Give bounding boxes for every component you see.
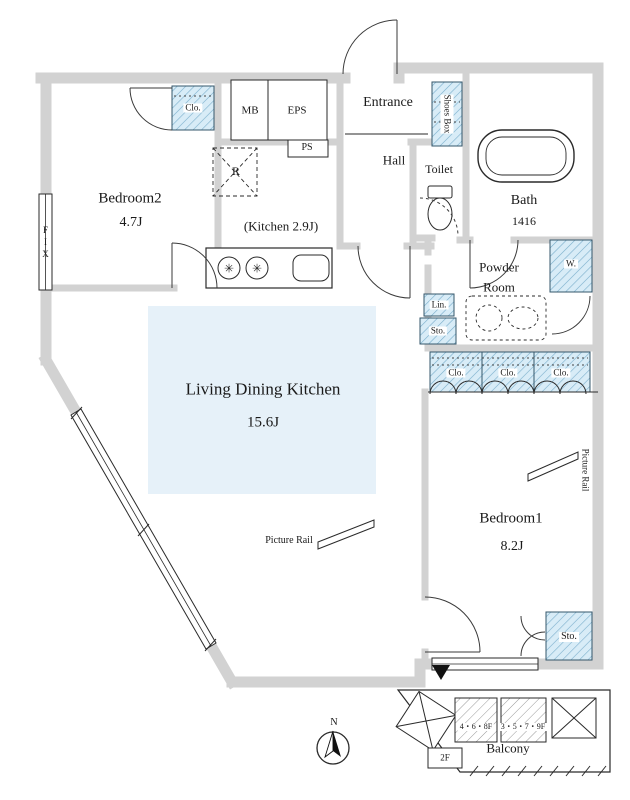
- stove-burner-right: [245, 256, 269, 280]
- refrigerator-space: [212, 147, 258, 197]
- picture-rail-label-living: Picture Rail: [265, 535, 313, 546]
- fix-window-label: FIX: [40, 225, 51, 261]
- vanity-dashed: [465, 295, 547, 341]
- bath-fixtures: [477, 129, 575, 183]
- bedroom2-label: Bedroom2: [98, 190, 162, 207]
- north-label: N: [330, 717, 338, 728]
- bedroom2-closet-label: Clo.: [183, 102, 203, 113]
- floors-a-box: [454, 697, 498, 743]
- kitchen-fixtures: ✳ ✳: [205, 147, 333, 289]
- picture-rail-label-bedroom1: Picture Rail: [580, 448, 591, 492]
- floor-2f-label: 2F: [440, 752, 450, 763]
- storage-door-arc-bottom: [520, 631, 546, 657]
- storage-upper-label: Sto.: [428, 325, 448, 336]
- balcony-railing-hatch: [469, 765, 607, 777]
- closet-pipe-lines: [174, 95, 588, 366]
- door-arcs: [129, 19, 591, 657]
- balcony-area: [395, 689, 611, 777]
- linen-label: Lin.: [429, 299, 449, 310]
- entrance-label: Entrance: [363, 95, 413, 110]
- ps-label: PS: [301, 142, 313, 153]
- stove-burner-left: [217, 256, 241, 280]
- floors-b-box: [500, 697, 547, 743]
- bedroom2-closet-door-arc: [129, 87, 173, 131]
- storage-door-arc-top: [520, 615, 546, 641]
- entrance-door-arc: [342, 19, 398, 75]
- closet1-label: Clo.: [446, 367, 466, 378]
- ac-unit-right: [551, 697, 597, 739]
- eps-label: EPS: [287, 104, 307, 117]
- hall-door-arc: [357, 245, 411, 299]
- picture-rail-living: [317, 519, 375, 550]
- toilet-label: Toilet: [425, 162, 453, 176]
- picture-rail-bedroom1: [527, 451, 579, 482]
- compass: [316, 730, 350, 765]
- floor-2f-box: [427, 747, 463, 769]
- powder-room-label-2: Room: [483, 279, 515, 295]
- bathtub-inner: [485, 136, 567, 176]
- fix-window-shape: [38, 193, 53, 291]
- washer-label: W.: [564, 258, 578, 269]
- bedroom1-label: Bedroom1: [479, 510, 543, 527]
- bedroom1-window-shape: [431, 657, 539, 671]
- closet-bifold-doors: [429, 380, 587, 395]
- ldk-floor-area: [148, 306, 376, 494]
- floors-a-label: 4・6・8F: [457, 722, 495, 731]
- ldk-label: Living Dining Kitchen: [185, 379, 341, 399]
- bedroom2-door-arc: [171, 242, 218, 289]
- toilet-fixture: [427, 185, 453, 231]
- ac-unit-tilted: [395, 690, 457, 752]
- bath-label: Bath: [510, 193, 538, 208]
- windows: [38, 193, 539, 671]
- bedroom1-door-arc: [424, 596, 481, 653]
- north-arrow-light: [324, 730, 334, 759]
- shoes-box-label: Shoes Box: [440, 94, 454, 134]
- hall-label: Hall: [382, 152, 406, 168]
- toilet-door-arc: [419, 197, 459, 237]
- bath-door-arc: [469, 239, 519, 289]
- bath-size: 1416: [512, 214, 536, 228]
- ldk-size: 15.6J: [246, 414, 280, 431]
- storage-bedroom1-label: Sto.: [559, 631, 579, 642]
- washer-door-arc: [551, 295, 591, 335]
- kitchen-label: (Kitchen 2.9J): [243, 218, 319, 234]
- bedroom2-size: 4.7J: [119, 215, 143, 230]
- closet3-label: Clo.: [551, 367, 571, 378]
- balcony-label: Balcony: [486, 740, 530, 756]
- direction-triangle: [432, 665, 450, 680]
- burner-icon: ✳: [224, 262, 234, 276]
- burner-icon: ✳: [252, 262, 262, 276]
- meter-pipe-compartments: [230, 79, 329, 158]
- bathtub: [477, 129, 575, 183]
- floors-b-label: 3・5・7・9F: [498, 722, 548, 731]
- north-arrow-dark: [333, 731, 341, 757]
- powder-room-label-1: Powder: [479, 259, 519, 275]
- refrigerator-label: R: [231, 164, 241, 178]
- picture-rail-symbols: [317, 451, 579, 550]
- closet2-label: Clo.: [498, 367, 518, 378]
- meter-box-label: MB: [241, 104, 259, 117]
- kitchen-sink: [292, 254, 330, 282]
- diagonal-window-shape: [70, 406, 217, 652]
- bedroom1-size: 8.2J: [500, 539, 524, 554]
